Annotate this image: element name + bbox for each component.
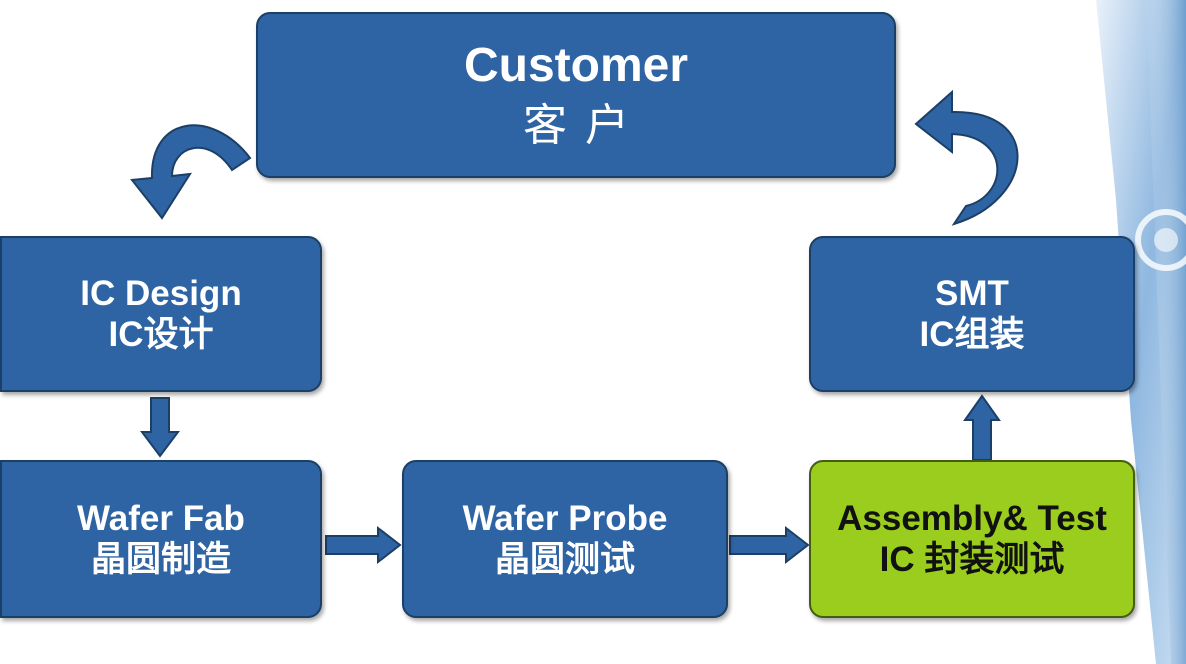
wafer-probe-label-zh: 晶圆测试	[494, 540, 635, 579]
arrow-design-to-fab	[140, 397, 180, 458]
wafer-probe-box: Wafer Probe 晶圆测试	[402, 460, 728, 618]
smt-label-zh: IC组装	[919, 315, 1025, 354]
smt-label-en: SMT	[935, 273, 1009, 313]
assembly-test-label-zh: IC 封装测试	[879, 540, 1065, 579]
customer-label-en: Customer	[463, 38, 689, 92]
arrow-fab-to-probe	[325, 525, 402, 565]
ic-design-label-zh: IC设计	[108, 315, 214, 354]
customer-label-zh: 客户	[523, 101, 647, 151]
wafer-probe-label-en: Wafer Probe	[462, 498, 668, 538]
background-decoration	[1096, 0, 1186, 664]
wafer-fab-label-en: Wafer Fab	[77, 498, 245, 538]
ic-design-box: IC Design IC设计	[0, 236, 322, 392]
arrow-probe-to-assembly	[729, 525, 810, 565]
wafer-fab-label-zh: 晶圆制造	[90, 540, 231, 579]
curved-arrow-customer-to-design	[130, 124, 252, 220]
curved-arrow-smt-to-customer	[914, 89, 1019, 226]
wafer-fab-box: Wafer Fab 晶圆制造	[0, 460, 322, 618]
customer-box: Customer 客户	[256, 12, 896, 178]
smt-box: SMT IC组装	[809, 236, 1135, 392]
ic-design-label-en: IC Design	[80, 273, 242, 313]
assembly-test-label-en: Assembly& Test	[837, 498, 1107, 538]
assembly-test-box: Assembly& Test IC 封装测试	[809, 460, 1135, 618]
arrow-assembly-to-smt	[963, 394, 1001, 461]
